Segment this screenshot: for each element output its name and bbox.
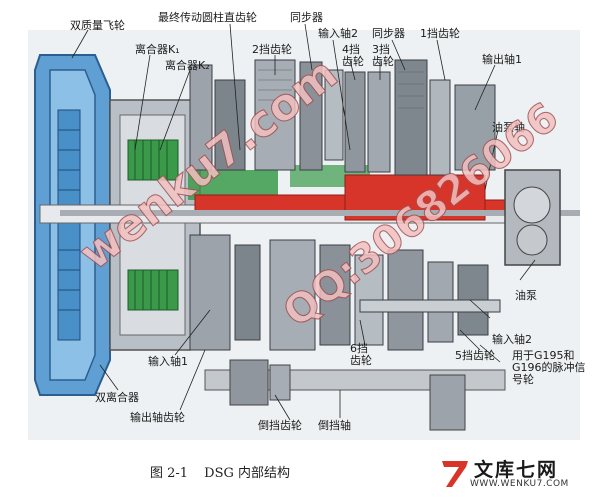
dsg-cutaway-figure: 双质量飞轮 离合器K₁ 离合器K₂ 最终传动圆柱直齿轮 2挡齿轮 同步器 输入轴… — [28, 11, 586, 440]
label-input-shaft-2-bottom: 输入轴2 — [492, 333, 532, 346]
leader-lines — [71, 23, 536, 421]
label-gear-4b: 齿轮 — [342, 55, 364, 68]
label-pulse-wheel: 用于G195和G196的脉冲信号轮 — [512, 349, 586, 386]
label-final-drive-gear: 最终传动圆柱直齿轮 — [158, 11, 257, 24]
label-oil-pump: 油泵 — [515, 289, 537, 302]
label-output-shaft-1: 输出轴1 — [482, 53, 522, 66]
label-synchronizer-b: 同步器 — [372, 27, 405, 40]
oil-pump-drawing — [504, 169, 561, 266]
caption-title: DSG 内部结构 — [204, 466, 291, 481]
dual-mass-flywheel-drawing — [34, 54, 111, 396]
label-gear-3: 3挡 — [372, 43, 390, 56]
label-gear-3b: 齿轮 — [372, 55, 394, 68]
label-reverse-shaft: 倒挡轴 — [318, 419, 351, 432]
label-pump-shaft: 油泵轴 — [492, 121, 525, 134]
label-reverse-gear: 倒挡齿轮 — [258, 419, 302, 432]
reverse-shaft-drawing — [204, 359, 506, 431]
figure-caption: 图 2-1 DSG 内部结构 — [0, 462, 440, 481]
lower-gear-set-drawing — [189, 234, 501, 351]
dsg-cutaway-illustration — [28, 23, 580, 440]
main-shaft-drawing — [39, 174, 580, 224]
label-gear-1: 1挡齿轮 — [420, 27, 460, 40]
label-gear-6b: 齿轮 — [350, 354, 372, 367]
label-synchronizer-a: 同步器 — [290, 11, 323, 24]
label-input-shaft-2-top: 输入轴2 — [318, 27, 358, 40]
label-gear-2: 2挡齿轮 — [252, 43, 292, 56]
logo-name: 文库七网 — [474, 459, 559, 481]
logo-url: WWW.WENKU7.COM — [470, 479, 569, 489]
label-gear-4: 4挡 — [342, 43, 360, 56]
site-logo: 文库七网 WWW.WENKU7.COM — [440, 455, 595, 495]
wenku7-logo-mark-icon — [442, 461, 468, 487]
upper-gear-set-drawing — [189, 59, 496, 176]
caption-number: 图 2-1 — [149, 466, 189, 481]
label-input-shaft-1: 输入轴1 — [148, 355, 188, 368]
label-dual-mass-flywheel: 双质量飞轮 — [70, 19, 125, 32]
label-dual-clutch: 双离合器 — [95, 391, 139, 404]
label-clutch-k1: 离合器K₁ — [135, 43, 180, 56]
label-clutch-k2: 离合器K₂ — [165, 59, 210, 72]
label-gear-6: 6挡 — [350, 342, 368, 355]
label-gear-5: 5挡齿轮 — [455, 349, 495, 362]
label-output-shaft-gear: 输出轴齿轮 — [130, 411, 185, 424]
